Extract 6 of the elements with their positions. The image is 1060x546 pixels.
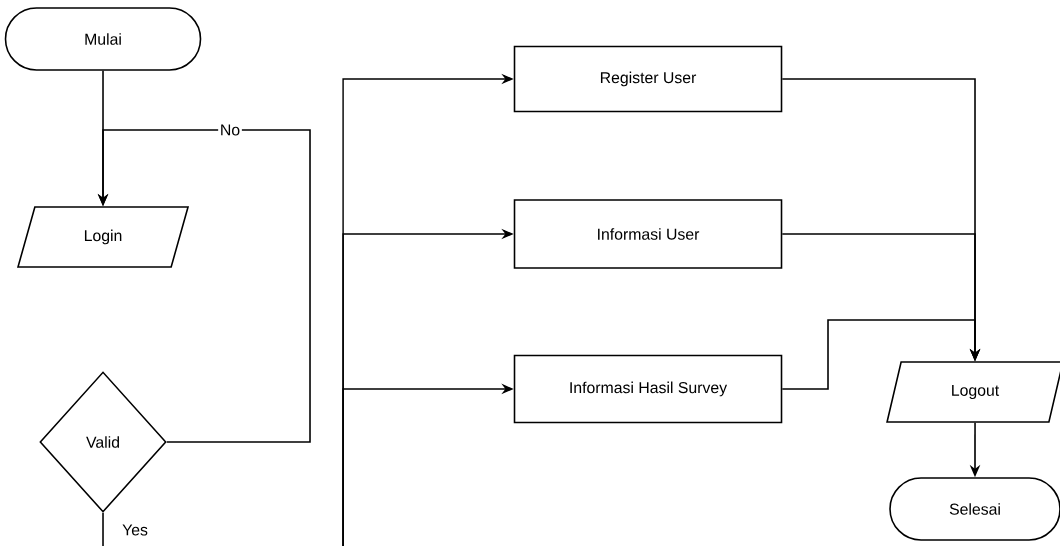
process-box: Register User xyxy=(513,45,783,113)
arrow xyxy=(781,319,981,390)
edge-label: Yes xyxy=(120,522,150,538)
process-box: Informasi User xyxy=(513,199,783,269)
process-box: Informasi Hasil Survey xyxy=(513,354,783,424)
edge-label: No xyxy=(218,122,242,138)
